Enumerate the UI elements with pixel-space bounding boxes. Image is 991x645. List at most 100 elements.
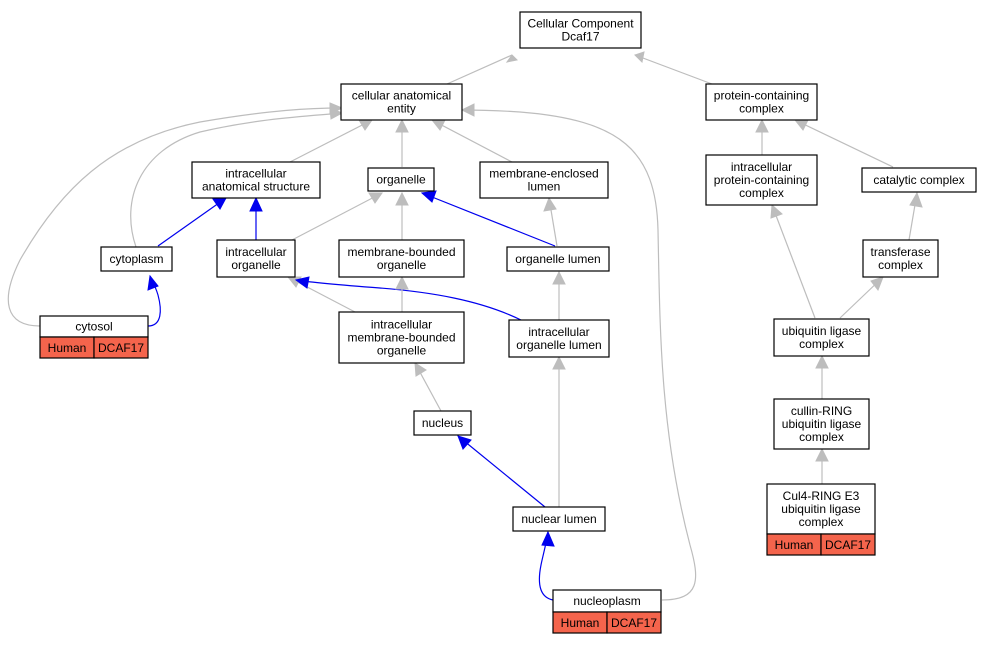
node-label-line: cytosol	[75, 320, 112, 334]
annotation-species-label: Human	[775, 538, 814, 552]
node-box	[773, 318, 870, 357]
node-box	[338, 239, 465, 278]
annotation-species-label: Human	[561, 616, 600, 630]
node-label-line: nuclear lumen	[521, 512, 596, 526]
edge-ol-mel	[543, 196, 558, 247]
edge-cytoplasm-ias	[157, 197, 227, 247]
edge-nl-iol	[552, 355, 566, 507]
node-label-line: intracellular	[371, 318, 432, 332]
node-label-line: catalytic complex	[873, 173, 964, 187]
edge-iol-io	[294, 276, 522, 321]
edge-crulc-ulc	[815, 354, 829, 399]
node-label-line: complex	[799, 337, 844, 351]
node-nucleus[interactable]: nucleus	[413, 410, 472, 436]
node-organelle-lumen[interactable]: organelle lumen	[506, 246, 610, 272]
annotation-gene-label: DCAF17	[611, 616, 657, 630]
edge-ipcc-pcc	[755, 118, 769, 155]
node-label-line: organelle lumen	[515, 252, 600, 266]
edge-cytosol-cae	[7, 102, 344, 327]
node-label-line: cytoplasm	[109, 252, 163, 266]
node-label-line: organelle lumen	[516, 338, 601, 352]
node-label-line: complex	[739, 186, 784, 200]
node-box	[216, 239, 296, 278]
annotation-gene-cell	[820, 533, 876, 556]
node-catalytic-complex[interactable]: catalytic complex	[861, 167, 977, 193]
node-label-line: Cellular Component	[527, 17, 634, 31]
edge-mbo-organelle	[395, 191, 409, 240]
edge-nucleoplasm-nl	[538, 530, 555, 601]
edge-cytosol-cytoplasm	[147, 274, 161, 327]
node-label-line: entity	[387, 102, 416, 116]
node-label-line: intracellular	[731, 160, 792, 174]
node-box	[508, 319, 610, 358]
node-label-line: Dcaf17	[561, 30, 599, 44]
edge-io-ias	[249, 196, 263, 240]
node-cytoplasm[interactable]: cytoplasm	[100, 246, 173, 272]
node-label-line: protein-containing	[714, 173, 809, 187]
node-label-line: organelle	[377, 258, 427, 272]
annotation-species-label: Human	[48, 341, 87, 355]
node-label-line: organelle	[231, 258, 281, 272]
node-label-line: intracellular	[225, 167, 286, 181]
node-label-line: ubiquitin ligase	[782, 417, 862, 431]
node-label-line: nucleoplasm	[573, 594, 640, 608]
node-label-line: ubiquitin ligase	[782, 324, 862, 338]
node-label-line: cullin-RING	[791, 404, 852, 418]
edge-imbo-mbo	[395, 275, 409, 312]
edge-pcc-root	[634, 51, 713, 85]
node-label-line: membrane-bounded	[347, 245, 455, 259]
node-nuclear-lumen[interactable]: nuclear lumen	[512, 506, 606, 532]
node-label-line: membrane-bounded	[347, 331, 455, 345]
node-box	[773, 398, 870, 450]
edge-imbo-io	[286, 276, 356, 313]
edge-mel-cae	[430, 119, 513, 163]
node-box	[340, 83, 463, 121]
node-box	[191, 161, 321, 199]
node-box	[512, 506, 606, 532]
node-box	[519, 11, 642, 49]
edge-organelle-cae	[395, 118, 409, 167]
node-box	[705, 154, 818, 206]
node-box	[338, 311, 465, 364]
edge-ias-cae	[289, 119, 373, 163]
edge-ulc-ipcc	[770, 203, 816, 319]
node-label-line: organelle	[376, 173, 426, 187]
node-label-line: complex	[739, 102, 784, 116]
node-label-line: cellular anatomical	[352, 89, 451, 103]
edge-nucleus-imbo	[414, 362, 442, 412]
edge-ol-organelle	[420, 190, 556, 247]
annotation-gene-label: DCAF17	[825, 538, 871, 552]
node-label-line: intracellular	[528, 325, 589, 339]
annotation-gene-cell	[93, 336, 149, 359]
node-label-line: protein-containing	[714, 89, 809, 103]
node-box	[100, 246, 173, 272]
edge-ulc-transferase	[839, 276, 884, 319]
edge-nl-nucleus	[457, 435, 546, 508]
edge-io-organelle	[291, 192, 383, 241]
edges-layer	[7, 51, 923, 601]
node-label-line: complex	[799, 430, 844, 444]
node-organelle[interactable]: organelle	[367, 167, 435, 192]
node-label-line: complex	[799, 515, 844, 529]
node-label-line: nucleus	[422, 416, 463, 430]
node-box	[479, 161, 609, 199]
edge-transferase-catalytic	[908, 191, 923, 241]
